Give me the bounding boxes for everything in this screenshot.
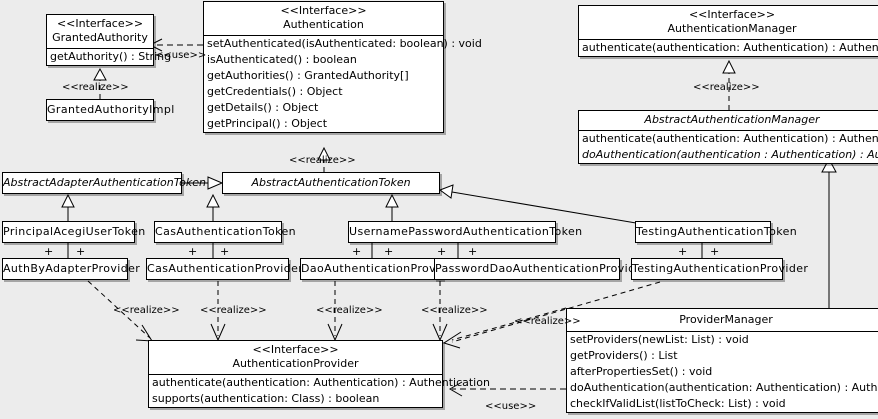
class-header: AbstractAuthenticationManager <box>579 111 878 131</box>
class-name-label: GrantedAuthority <box>52 30 148 44</box>
class-name-label: DaoAuthenticationProvider <box>301 262 459 275</box>
class-name-label: UsernamePasswordAuthenticationToken <box>349 225 583 238</box>
class-header: <<Interface>> GrantedAuthority <box>47 15 153 49</box>
member-row: afterPropertiesSet() : void <box>570 364 713 378</box>
class-granted-authority-impl[interactable]: GrantedAuthorityImpl <box>46 99 174 121</box>
class-username-password-authentication-token[interactable]: UsernamePasswordAuthenticationToken <box>348 221 582 243</box>
class-name-label: CasAuthenticationProvider <box>147 262 304 275</box>
association-plus: + <box>710 245 720 258</box>
member-row: getPrincipal() : Object <box>207 116 328 130</box>
edge-label-realize-testing-provider: <<realize>> <box>514 316 581 327</box>
class-dao-authentication-provider[interactable]: DaoAuthenticationProvider <box>300 258 459 280</box>
class-name-label: CasAuthenticationToken <box>155 225 296 238</box>
class-name-label: AuthenticationManager <box>667 21 797 35</box>
class-name-label: TestingAuthenticationProvider <box>632 262 809 275</box>
member-row: setProviders(newList: List) : void <box>570 332 749 346</box>
stereotype-label: <<Interface>> <box>56 17 144 30</box>
class-testing-authentication-token[interactable]: TestingAuthenticationToken <box>635 221 797 243</box>
edge-label-use-granted-authority: <<use>> <box>155 50 207 61</box>
class-cas-authentication-token[interactable]: CasAuthenticationToken <box>154 221 296 243</box>
edge-label-realize-granted-authority-impl: <<realize>> <box>62 82 129 93</box>
class-members: authenticate(authentication: Authenticat… <box>579 40 878 56</box>
member-row: getCredentials() : Object <box>207 84 343 98</box>
class-name-label: Authentication <box>283 17 364 31</box>
edge-label-realize-dao-provider: <<realize>> <box>316 305 383 316</box>
member-row: getProviders() : List <box>570 348 678 362</box>
class-name-label: AbstractAdapterAuthenticationToken <box>3 176 206 189</box>
class-provider-manager[interactable]: ProviderManager setProviders(newList: Li… <box>566 308 878 413</box>
association-plus: + <box>220 245 230 258</box>
member-row: getAuthorities() : GrantedAuthority[] <box>207 68 409 82</box>
association-plus: + <box>352 245 362 258</box>
class-name-label: TestingAuthenticationToken <box>636 225 798 238</box>
association-plus: + <box>468 245 478 258</box>
class-abstract-authentication-manager[interactable]: AbstractAuthenticationManager authentica… <box>578 110 878 164</box>
class-abstract-adapter-authentication-token[interactable]: AbstractAdapterAuthenticationToken <box>2 172 206 194</box>
class-name-label: PrincipalAcegiUserToken <box>3 225 146 238</box>
association-plus: + <box>76 245 86 258</box>
class-authentication-provider[interactable]: <<Interface>> AuthenticationProvider aut… <box>148 340 490 408</box>
class-name-label: ProviderManager <box>679 313 773 326</box>
class-granted-authority[interactable]: <<Interface>> GrantedAuthority getAuthor… <box>46 14 172 66</box>
association-plus: + <box>44 245 54 258</box>
association-plus: + <box>678 245 688 258</box>
association-plus: + <box>384 245 394 258</box>
class-members: getAuthority() : String <box>47 49 172 65</box>
class-members: authenticate(authentication: Authenticat… <box>579 131 878 163</box>
class-members: authenticate(authentication: Authenticat… <box>149 375 490 407</box>
class-testing-authentication-provider[interactable]: TestingAuthenticationProvider <box>631 258 808 280</box>
class-name-label: AuthenticationProvider <box>232 356 359 370</box>
association-plus: + <box>188 245 198 258</box>
member-row: doAuthentication(authentication: Authent… <box>570 380 878 394</box>
class-members: setProviders(newList: List) : void getPr… <box>567 332 878 412</box>
class-password-dao-authentication-provider[interactable]: PasswordDaoAuthenticationProvider <box>434 258 647 280</box>
member-row: authenticate(authentication: Authenticat… <box>152 375 490 389</box>
class-name-label: AuthByAdapterProvider <box>3 262 141 275</box>
edge-label-realize-auth-by-adapter-provider: <<realize>> <box>113 305 180 316</box>
edge-label-realize-password-dao-provider: <<realize>> <box>421 305 488 316</box>
edge-label-realize-abstract-authentication-manager: <<realize>> <box>693 82 760 93</box>
class-authentication[interactable]: <<Interface>> Authentication setAuthenti… <box>203 1 482 133</box>
member-row: supports(authentication: Class) : boolea… <box>152 391 380 405</box>
member-row: getAuthority() : String <box>50 49 172 63</box>
member-row: doAuthentication(authentication : Authen… <box>582 147 878 161</box>
stereotype-label: <<Interface>> <box>252 343 339 356</box>
class-name-label: PasswordDaoAuthenticationProvider <box>435 262 648 275</box>
class-name-label: AbstractAuthenticationManager <box>644 113 820 126</box>
class-authentication-manager[interactable]: <<Interface>> AuthenticationManager auth… <box>578 5 878 57</box>
edge-label-use-provider-manager: <<use>> <box>485 401 537 412</box>
member-row: checkIfValidList(listToCheck: List) : vo… <box>570 396 786 410</box>
edge-label-realize-abstract-authentication-token: <<realize>> <box>289 155 356 166</box>
member-row: setAuthenticated(isAuthenticated: boolea… <box>207 36 482 50</box>
edge-label-realize-cas-provider: <<realize>> <box>200 305 267 316</box>
class-name-label: AbstractAuthenticationToken <box>251 176 411 189</box>
class-cas-authentication-provider[interactable]: CasAuthenticationProvider <box>146 258 303 280</box>
member-row: authenticate(authentication: Authenticat… <box>582 40 878 54</box>
member-row: authenticate(authentication: Authenticat… <box>582 131 878 145</box>
class-abstract-authentication-token[interactable]: AbstractAuthenticationToken <box>222 172 440 194</box>
class-name-label: GrantedAuthorityImpl <box>47 103 175 116</box>
class-header: <<Interface>> AuthenticationProvider <box>149 341 442 375</box>
stereotype-label: <<Interface>> <box>688 8 776 21</box>
class-header: <<Interface>> AuthenticationManager <box>579 6 878 40</box>
class-header: <<Interface>> Authentication <box>204 2 443 36</box>
association-plus: + <box>437 245 447 258</box>
member-row: isAuthenticated() : boolean <box>207 52 357 66</box>
class-auth-by-adapter-provider[interactable]: AuthByAdapterProvider <box>2 258 140 280</box>
member-row: getDetails() : Object <box>207 100 319 114</box>
class-members: setAuthenticated(isAuthenticated: boolea… <box>204 36 482 132</box>
class-header: ProviderManager <box>567 309 878 332</box>
stereotype-label: <<Interface>> <box>280 4 367 17</box>
class-principal-acegi-user-token[interactable]: PrincipalAcegiUserToken <box>2 221 145 243</box>
